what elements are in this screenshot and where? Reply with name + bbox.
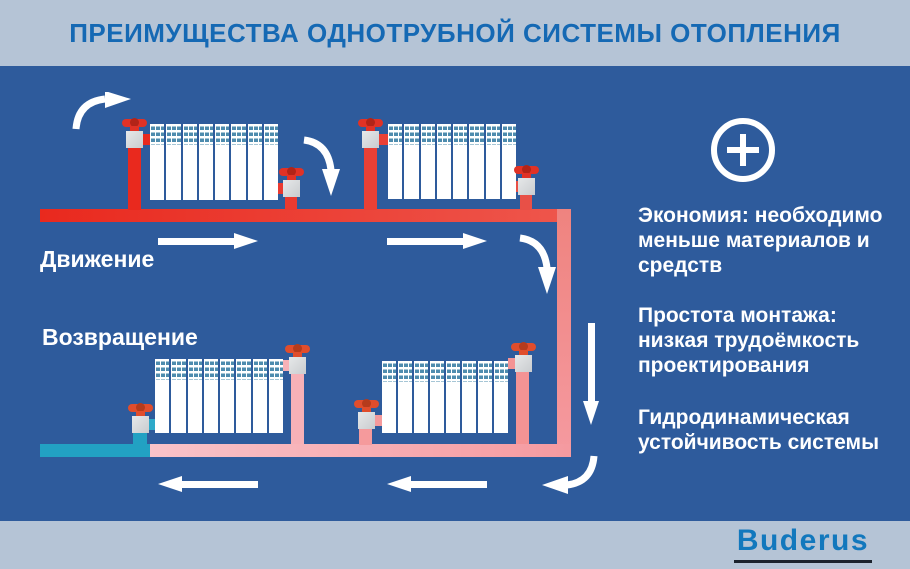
flow-arrow-right-icon [387,233,487,250]
return-flow-label: Возвращение [42,324,198,350]
radiator [150,124,278,200]
return-pipe-cool [40,444,150,457]
benefit-item: Гидродинамическая устойчивость системы [638,406,879,454]
radiator1-outlet-stub [276,183,284,194]
supply-flow-label: Движение [40,246,155,272]
radiator2-inlet-stub [377,134,389,145]
radiator1-outlet-drop [285,196,297,210]
benefit-item: Экономия: необходимо меньше материалов и… [638,204,883,277]
valve-icon [353,399,380,429]
flow-arrow-right-icon [158,233,258,250]
valve-icon [284,344,311,374]
radiator3-outlet-drop [133,431,147,445]
return-pipe-warm [150,444,570,457]
flow-arrow-down-icon [583,323,600,425]
flow-arrow-left-icon [158,476,258,493]
radiator [155,359,283,433]
flow-arrow-left-icon [387,476,487,493]
radiator4-outlet-drop [359,427,372,445]
footer-bar: Buderus [0,521,910,569]
radiator4-inlet-riser [516,370,529,444]
valve-icon [357,118,384,148]
radiator4-outlet-stub [373,415,383,426]
radiator3-inlet-stub [283,360,292,371]
valve-icon [278,167,305,197]
radiator3-outlet-stub [147,419,156,430]
radiator [388,124,516,199]
downcomer-pipe [557,209,571,457]
radiator3-inlet-riser [291,372,304,444]
radiator2-outlet-drop [520,194,532,210]
radiator2-inlet-riser [364,146,377,210]
valve-icon [127,403,154,433]
flow-arrow-curve-down-icon [303,136,340,196]
valve-icon [121,118,148,148]
benefit-item: Простота монтажа: низкая трудоёмкость пр… [638,304,860,377]
supply-pipe-main [40,209,570,222]
radiator [382,361,508,433]
flow-arrow-curve-right-icon [72,92,131,130]
plus-icon [711,118,775,182]
header-bar: ПРЕИМУЩЕСТВА ОДНОТРУБНОЙ СИСТЕМЫ ОТОПЛЕН… [0,0,910,66]
brand-logo: Buderus [733,524,872,563]
radiator1-inlet-riser [128,146,141,210]
page-title: ПРЕИМУЩЕСТВА ОДНОТРУБНОЙ СИСТЕМЫ ОТОПЛЕН… [69,17,841,48]
flow-arrow-curve-down-icon [519,234,556,294]
flow-arrow-curve-left-icon [542,455,598,494]
radiator1-inlet-stub [141,134,151,145]
valve-icon [513,165,540,195]
radiator4-inlet-stub [508,358,517,369]
valve-icon [510,342,537,372]
